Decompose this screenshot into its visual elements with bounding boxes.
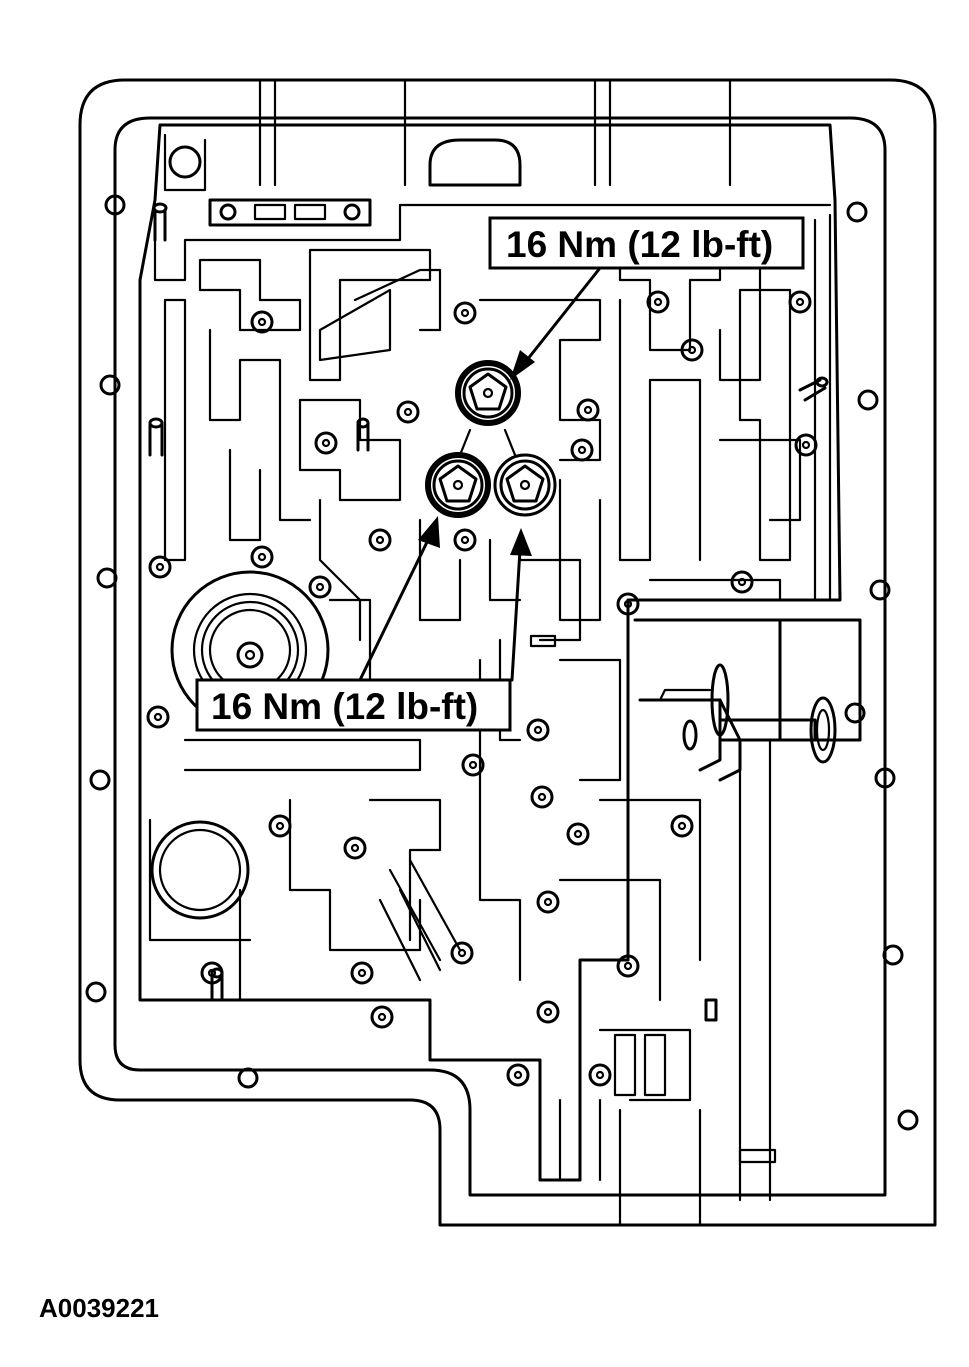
callout-lower: 16 Nm (12 lb-ft) [195,678,512,732]
torque-label-lower: 16 Nm (12 lb-ft) [211,686,478,727]
accumulator-bores [148,570,422,942]
perimeter-bolt-holes [85,194,919,1131]
lower-passages [238,638,702,1227]
bolt-lower-right [493,453,557,517]
bolt-lower-left [425,452,491,518]
leader-arrows [358,266,602,682]
dowel-pins [148,202,829,1022]
bolt-upper [455,360,521,426]
arrow-icon [525,266,602,362]
valve-body-outline [138,78,842,1182]
callout-upper: 16 Nm (12 lb-ft) [488,216,805,270]
valve-body-holes [146,290,818,1087]
figure-id: A0039221 [39,1293,159,1323]
manual-shift-linkage [633,618,866,1202]
fluid-passages [163,238,802,648]
case-outline [78,78,937,1227]
arrow-icon [510,350,535,380]
torque-label-upper: 16 Nm (12 lb-ft) [506,224,773,265]
